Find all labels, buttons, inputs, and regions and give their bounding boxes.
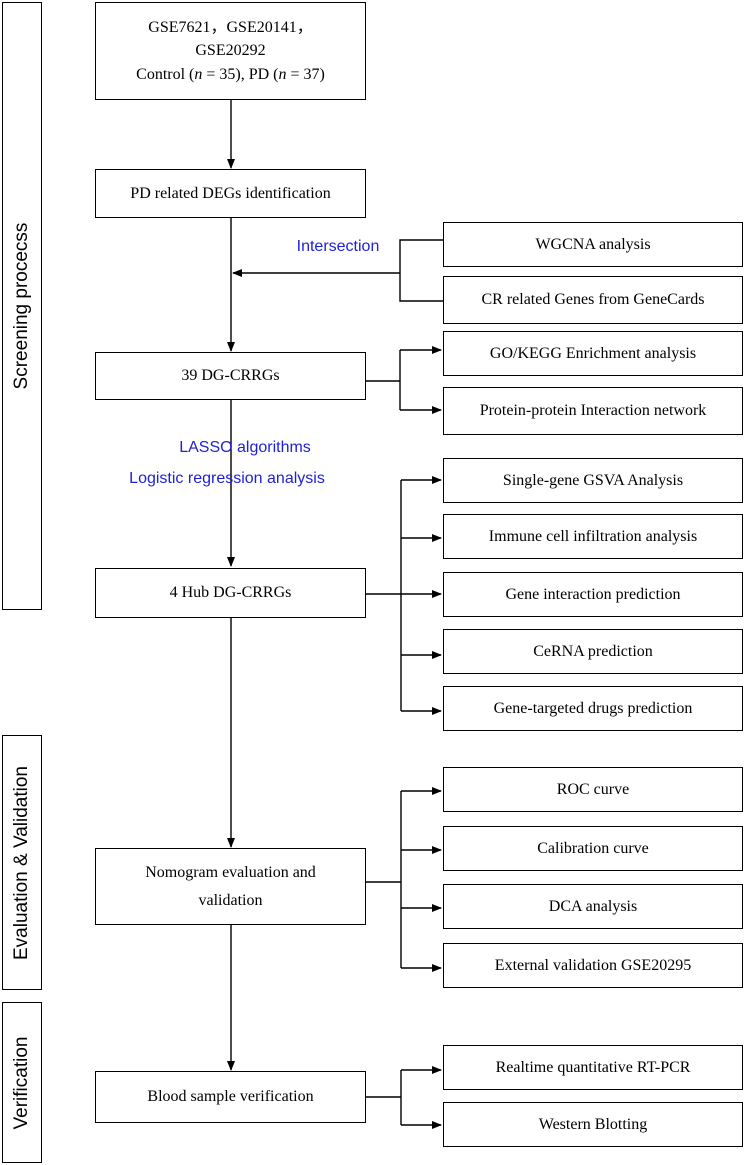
cerna-box: CeRNA prediction (443, 629, 743, 674)
ppi-box: Protein-protein Interaction network (443, 387, 743, 435)
degs-box: PD related DEGs identification (95, 169, 366, 218)
drugs-box: Gene-targeted drugs prediction (443, 686, 743, 731)
external-validation-box: External validation GSE20295 (443, 943, 743, 988)
nomogram-line2: validation (198, 891, 263, 909)
dataset-box: GSE7621，GSE20141， GSE20292 Control (n = … (95, 2, 366, 100)
calibration-box: Calibration curve (443, 826, 743, 871)
phase-evaluation-label: Evaluation & Validation (11, 765, 32, 960)
dca-box: DCA analysis (443, 884, 743, 929)
connector-intersection-bracket (399, 239, 443, 302)
interaction-box: Gene interaction prediction (443, 572, 743, 617)
wgcna-box: WGCNA analysis (443, 222, 743, 267)
phase-verification: Verification (2, 1002, 42, 1163)
dataset-line1: GSE7621，GSE20141， (148, 19, 313, 37)
lasso-label: LASSO algorithms (179, 439, 311, 456)
intersection-label: Intersection (296, 238, 380, 255)
phase-screening-label: Screening procecss (11, 222, 32, 390)
dgcrrgs-box: 39 DG-CRRGs (95, 352, 366, 400)
immune-box: Immune cell infiltration analysis (443, 514, 743, 559)
dataset-line2: GSE20292 (195, 42, 266, 60)
enrichment-box: GO/KEGG Enrichment analysis (443, 331, 743, 376)
logistic-label: Logistic regression analysis (129, 470, 325, 487)
phase-evaluation: Evaluation & Validation (2, 735, 42, 990)
sample-counts: Control (n = 35), PD (n = 37) (136, 65, 325, 83)
phase-screening: Screening procecss (2, 2, 42, 610)
nomogram-line1: Nomogram evaluation and (145, 864, 316, 882)
nomogram-box: Nomogram evaluation and validation (95, 848, 366, 925)
hub-genes-box: 4 Hub DG-CRRGs (95, 568, 366, 618)
phase-verification-label: Verification (11, 1036, 32, 1129)
gsva-box: Single-gene GSVA Analysis (443, 458, 743, 503)
blood-verification-box: Blood sample verification (95, 1071, 366, 1123)
genecards-box: CR related Genes from GeneCards (443, 276, 743, 324)
pcr-box: Realtime quantitative RT-PCR (443, 1045, 743, 1090)
roc-box: ROC curve (443, 767, 743, 812)
western-blot-box: Western Blotting (443, 1102, 743, 1147)
